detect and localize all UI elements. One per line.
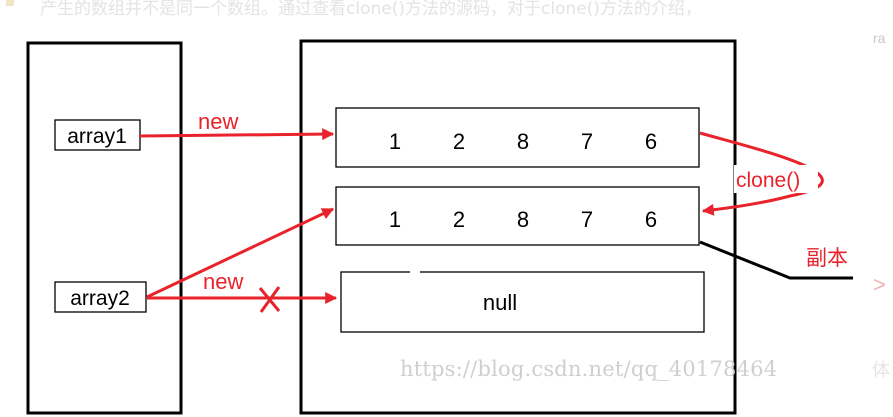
copy-array-box [335,186,700,246]
new-label-top: new [198,109,238,134]
background-side-mark: 体 [872,360,890,380]
background-chevron-icon: > [873,272,886,297]
null-label: null [483,290,517,315]
watermark-url: https://blog.csdn.net/qq_40178464 [400,357,778,381]
array2-box [54,281,147,313]
array1-box [54,119,141,151]
original-value: 2 [453,129,465,154]
background-marker [6,0,14,6]
copy-leader-line [699,240,853,280]
array2-copy-arrow [146,207,335,299]
stack-box [26,41,183,415]
original-value: 8 [517,129,529,154]
array1-label: array1 [67,125,127,148]
cross-mark-icon [258,286,281,313]
original-value: 6 [645,129,657,154]
clone-label-bg [734,165,818,193]
copy-value: 6 [645,207,657,232]
array1-new-arrow [139,128,335,141]
original-array-box [335,107,700,168]
clone-label: clone() [736,169,800,192]
original-value: 1 [389,129,401,154]
copy-value: 7 [581,207,593,232]
array2-label: array2 [70,287,130,310]
copy-value: 2 [453,207,465,232]
copy-value: 1 [389,207,401,232]
original-value: 7 [581,129,593,154]
copy-value: 8 [517,207,529,232]
background-text: 产生的数组并不是同一个数组。通过查看clone()方法的源码，对于clone()… [40,0,702,19]
null-box [340,271,705,333]
new-label-bottom: new [203,269,243,294]
copy-label: 副本 [806,246,848,270]
background-side-text: ra [873,30,886,46]
heap-box [299,39,737,415]
